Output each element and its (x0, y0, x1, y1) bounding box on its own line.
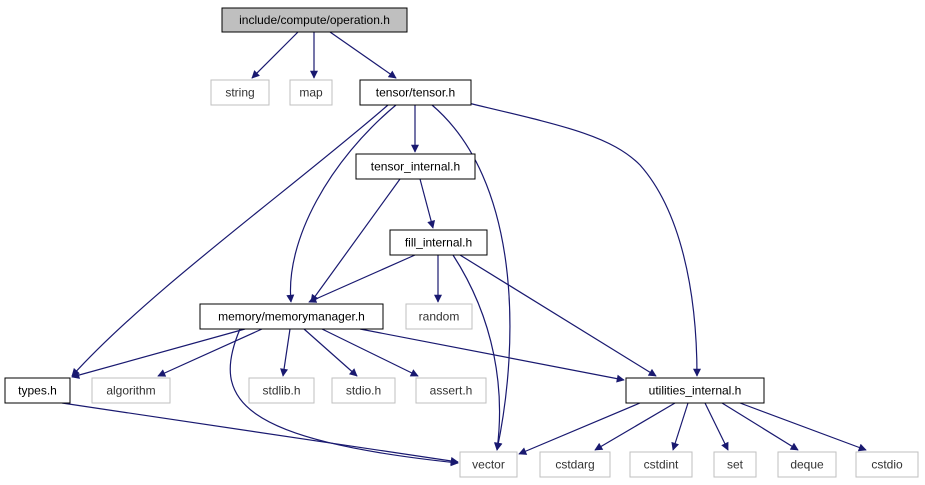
node-box (629, 451, 693, 478)
node-box (539, 451, 611, 478)
node-tensor[interactable]: tensor/tensor.h (359, 79, 472, 106)
node-memorymanager[interactable]: memory/memorymanager.h (199, 303, 384, 330)
node-box (625, 377, 765, 404)
edge-layer (61, 31, 867, 467)
edge-utilities-to-cstdint (671, 402, 689, 451)
node-label: cstdarg (555, 458, 594, 472)
edge-memorymanager-to-vector (229, 328, 459, 467)
node-types[interactable]: types.h (4, 377, 71, 404)
node-label: stdio.h (346, 384, 381, 398)
node-box (855, 451, 919, 478)
node-box (713, 451, 757, 478)
edge-utilities-to-cstdio (739, 402, 867, 452)
edge-operation-to-tensor (329, 31, 397, 79)
node-stdlib: stdlib.h (248, 377, 315, 404)
node-random: random (405, 303, 473, 330)
node-stdio: stdio.h (331, 377, 396, 404)
node-label: cstdint (644, 458, 679, 472)
edge-utilities-to-deque (721, 402, 799, 451)
node-box (415, 377, 487, 404)
edge-operation-to-string (251, 31, 299, 79)
node-cstdarg: cstdarg (539, 451, 611, 478)
node-label: cstdio (871, 458, 903, 472)
edge-memorymanager-to-assert (321, 328, 419, 377)
node-label: tensor/tensor.h (376, 86, 455, 100)
node-label: deque (790, 458, 824, 472)
node-box (405, 303, 473, 330)
node-box (289, 79, 333, 106)
node-label: memory/memorymanager.h (218, 310, 365, 324)
node-box (4, 377, 71, 404)
edge-tensor_internal-to-memorymanager (310, 178, 401, 303)
node-box (248, 377, 315, 404)
edge-memorymanager-to-stdio (303, 328, 358, 377)
node-label: utilities_internal.h (649, 384, 742, 398)
node-label: vector (472, 458, 505, 472)
edge-types-to-vector (61, 402, 459, 465)
edge-memorymanager-to-stdlib (280, 328, 291, 377)
node-label: map (299, 86, 323, 100)
node-label: set (727, 458, 744, 472)
edge-memorymanager-to-types (71, 328, 246, 379)
edge-utilities-to-set (704, 402, 729, 451)
edge-tensor-to-vector (431, 104, 511, 451)
node-box (389, 229, 488, 256)
edge-tensor-to-types (71, 104, 389, 377)
node-box (355, 153, 476, 180)
node-box (221, 7, 408, 33)
edge-tensor_internal-to-fill_internal (419, 178, 436, 229)
edge-tensor-to-memorymanager (286, 104, 397, 303)
node-label: include/compute/operation.h (239, 13, 390, 27)
node-label: stdlib.h (262, 384, 300, 398)
node-utilities[interactable]: utilities_internal.h (625, 377, 765, 404)
edge-fill_internal-to-utilities (459, 254, 657, 377)
edge-fill_internal-to-memorymanager (308, 254, 416, 303)
node-box (331, 377, 396, 404)
edge-memorymanager-to-utilities (359, 328, 625, 383)
edge-memorymanager-to-algorithm (157, 328, 263, 377)
node-label: random (419, 310, 460, 324)
node-layer: include/compute/operation.h string map tens… (4, 7, 919, 478)
node-label: fill_internal.h (405, 236, 472, 250)
node-fill_internal[interactable]: fill_internal.h (389, 229, 488, 256)
node-algorithm: algorithm (91, 377, 171, 404)
node-label: assert.h (430, 384, 473, 398)
node-label: string (225, 86, 254, 100)
node-cstdint: cstdint (629, 451, 693, 478)
node-box (359, 79, 472, 106)
edge-utilities-to-cstdarg (594, 402, 676, 451)
node-set: set (713, 451, 757, 478)
edge-tensor-to-utilities (467, 102, 701, 377)
node-box (210, 79, 270, 106)
node-vector: vector (459, 451, 518, 478)
edge-utilities-to-vector (518, 402, 641, 455)
node-tensor_internal[interactable]: tensor_internal.h (355, 153, 476, 180)
node-label: tensor_internal.h (371, 160, 460, 174)
node-map: map (289, 79, 333, 106)
node-label: algorithm (106, 384, 155, 398)
node-label: types.h (18, 384, 57, 398)
node-box (777, 451, 837, 478)
edge-fill_internal-to-vector (452, 254, 502, 451)
node-box (91, 377, 171, 404)
node-assert: assert.h (415, 377, 487, 404)
node-deque: deque (777, 451, 837, 478)
node-cstdio: cstdio (855, 451, 919, 478)
node-string: string (210, 79, 270, 106)
node-operation[interactable]: include/compute/operation.h (221, 7, 408, 33)
node-box (199, 303, 384, 330)
node-box (459, 451, 518, 478)
